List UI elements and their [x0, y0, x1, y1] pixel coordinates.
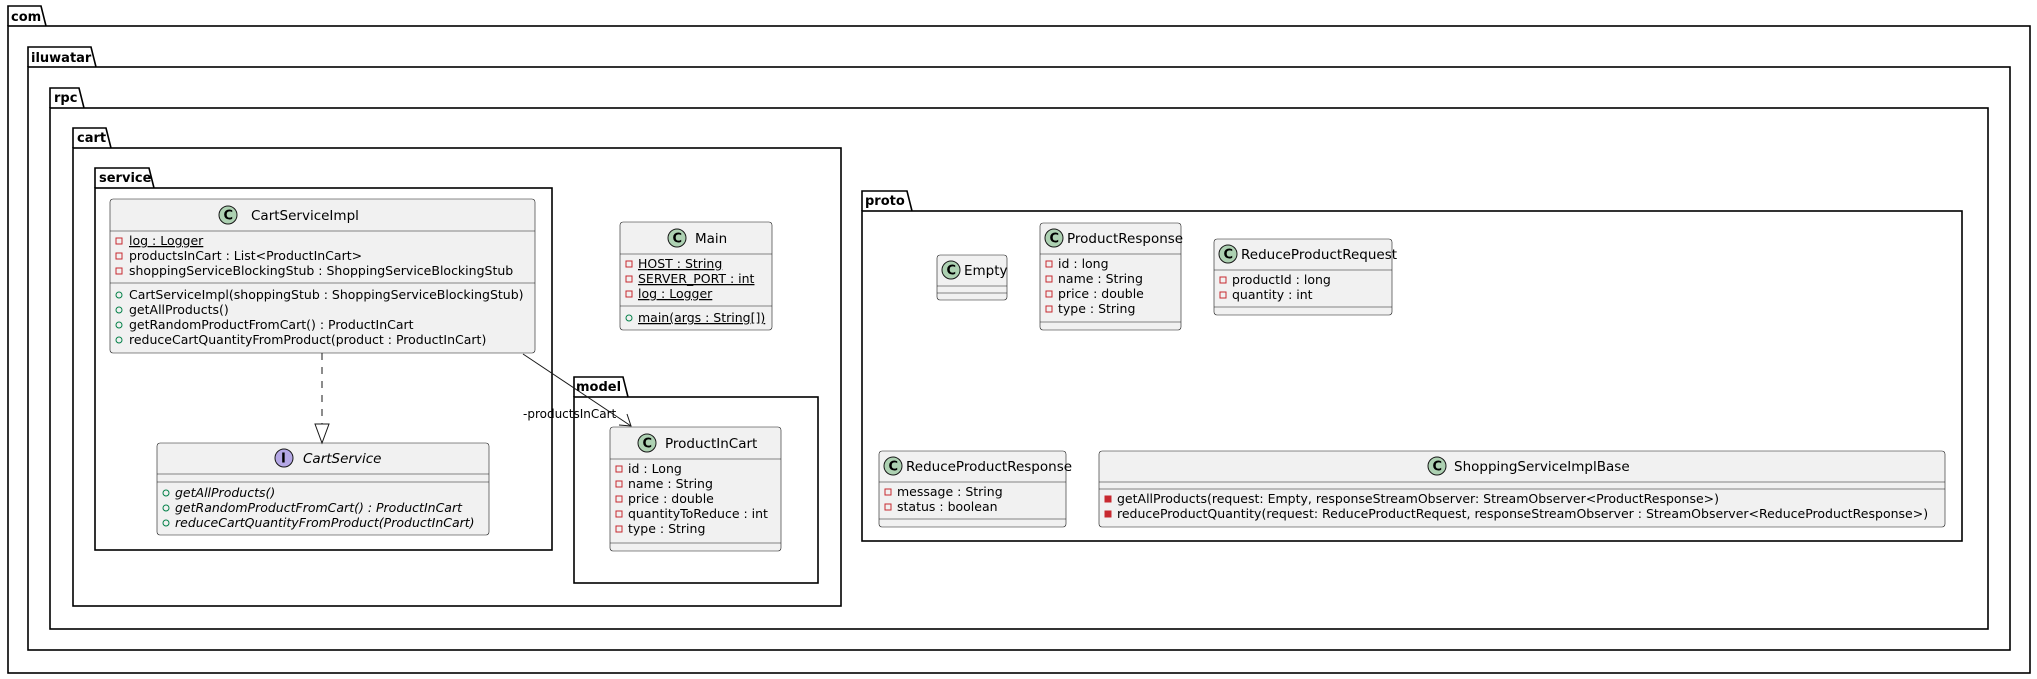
interface-icon: I	[281, 452, 286, 467]
class-icon: C	[947, 264, 957, 279]
field-quantity-to-reduce: quantityToReduce : int	[628, 506, 768, 521]
method-get-random-product-from-cart: getRandomProductFromCart() : ProductInCa…	[129, 317, 414, 332]
field-price: price : double	[628, 491, 714, 506]
class-name: ReduceProductRequest	[1241, 247, 1397, 263]
field-id: id : long	[1058, 256, 1109, 271]
package-proto-label: proto	[865, 194, 905, 209]
field-shopping-service-blocking-stub: shoppingServiceBlockingStub : ShoppingSe…	[129, 263, 513, 278]
interface-cart-service[interactable]: I CartService getAllProducts() getRandom…	[156, 442, 490, 536]
field-log: log : Logger	[638, 286, 713, 301]
field-server-port: SERVER_PORT : int	[638, 271, 755, 286]
class-product-response[interactable]: C ProductResponse id : long name : Strin…	[1039, 222, 1183, 331]
class-icon: C	[889, 460, 899, 475]
class-icon: C	[1433, 460, 1443, 475]
field-type: type : String	[628, 521, 705, 536]
class-name: ProductResponse	[1067, 231, 1183, 247]
class-icon: C	[673, 232, 683, 247]
class-icon: C	[224, 209, 234, 224]
class-shopping-service-impl-base[interactable]: C ShoppingServiceImplBase getAllProducts…	[1098, 450, 1946, 528]
field-type: type : String	[1058, 301, 1135, 316]
class-name: ShoppingServiceImplBase	[1454, 459, 1630, 475]
method-main: main(args : String[])	[638, 310, 765, 325]
method-get-all-products: getAllProducts()	[175, 485, 275, 500]
class-empty[interactable]: C Empty	[936, 254, 1008, 301]
package-com-label: com	[11, 10, 41, 25]
field-products-in-cart: productsInCart : List<ProductInCart>	[129, 248, 362, 263]
class-icon: C	[1050, 232, 1060, 247]
class-reduce-product-response[interactable]: C ReduceProductResponse message : String…	[878, 450, 1072, 528]
method-get-all-products: getAllProducts(request: Empty, responseS…	[1117, 491, 1719, 506]
package-service-label: service	[99, 171, 152, 186]
field-name: name : String	[1058, 271, 1143, 286]
field-message: message : String	[897, 484, 1003, 499]
class-main[interactable]: C Main HOST : String SERVER_PORT : int l…	[619, 221, 773, 331]
field-name: name : String	[628, 476, 713, 491]
package-iluwatar-label: iluwatar	[31, 51, 92, 66]
association-label: -productsInCart	[523, 407, 617, 421]
class-product-in-cart[interactable]: C ProductInCart id : Long name : String …	[609, 426, 782, 552]
field-product-id: productId : long	[1232, 272, 1331, 287]
field-id: id : Long	[628, 461, 682, 476]
method-get-all-products: getAllProducts()	[129, 302, 229, 317]
class-icon: C	[643, 437, 653, 452]
class-reduce-product-request[interactable]: C ReduceProductRequest productId : long …	[1213, 238, 1397, 316]
class-name: Main	[695, 231, 727, 247]
package-model-label: model	[576, 380, 621, 395]
class-name: Empty	[964, 263, 1008, 279]
method-get-random-product-from-cart: getRandomProductFromCart() : ProductInCa…	[175, 500, 463, 515]
class-icon: C	[1224, 248, 1234, 263]
relation-association-products-in-cart: -productsInCart	[522, 353, 632, 427]
method-reduce-cart-quantity-from-product: reduceCartQuantityFromProduct(ProductInC…	[175, 515, 475, 530]
method-reduce-product-quantity: reduceProductQuantity(request: ReducePro…	[1117, 506, 1928, 521]
class-name: ReduceProductResponse	[906, 459, 1072, 475]
package-rpc-label: rpc	[54, 91, 77, 106]
class-name: CartServiceImpl	[251, 208, 359, 224]
package-cart-label: cart	[77, 131, 106, 146]
method-reduce-cart-quantity-from-product: reduceCartQuantityFromProduct(product : …	[129, 332, 486, 347]
method-constructor: CartServiceImpl(shoppingStub : ShoppingS…	[129, 287, 524, 302]
field-log: log : Logger	[129, 233, 204, 248]
field-price: price : double	[1058, 286, 1144, 301]
field-host: HOST : String	[638, 256, 722, 271]
field-status: status : boolean	[897, 499, 998, 514]
relation-realization	[314, 353, 330, 445]
field-quantity: quantity : int	[1232, 287, 1313, 302]
class-cart-service-impl[interactable]: C CartServiceImpl log : Logger productsI…	[109, 198, 536, 354]
class-name: ProductInCart	[665, 436, 757, 452]
interface-name: CartService	[303, 451, 381, 467]
